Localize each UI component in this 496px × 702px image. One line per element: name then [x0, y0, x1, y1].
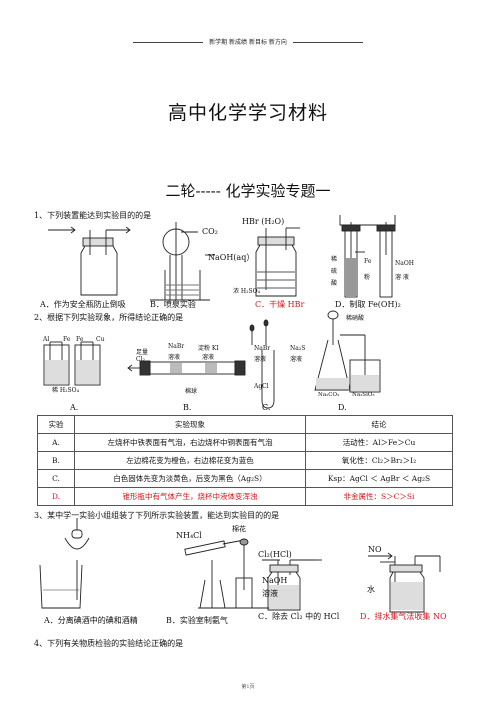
q2-label-fe: Fe	[63, 336, 71, 343]
table-cell: A.	[37, 433, 75, 452]
q1-b-fountain-figure	[150, 222, 215, 301]
q1-label-dilute3: 酸	[331, 280, 338, 287]
q2-label-cu: Cu	[96, 336, 105, 343]
table-cell: Ksp：AgCl ＜ AgBr ＜ Ag₂S	[305, 469, 453, 488]
page-header: 新学期 新成绩 新目标 新方向	[0, 37, 496, 46]
table-header-cell: 实验	[37, 415, 75, 434]
q2-letter-b: B.	[183, 403, 192, 412]
q1-label-fe: Fe	[364, 258, 372, 265]
q2-d-flask-figure	[314, 310, 381, 393]
q3-c-washing-figure	[262, 559, 322, 611]
table-cell: D.	[37, 487, 75, 506]
q1-option-a: A．作为安全瓶防止倒吸	[40, 300, 126, 309]
q4-stem: 4、下列有关物质检验的实验结论正确的是	[34, 639, 184, 648]
table-cell: C.	[37, 469, 75, 488]
table-cell: 氧化性：Cl₂＞Br₂＞I₂	[305, 451, 453, 470]
table-header-cell: 结论	[305, 415, 453, 434]
q2-label-na2s: Na₂S	[290, 345, 306, 352]
q3-option-a: A．分离碘酒中的碘和酒精	[44, 616, 138, 625]
page-footer: 第1页	[241, 684, 255, 690]
q2-label-fe2: Fe	[76, 336, 84, 343]
q3-label-no: NO	[368, 545, 382, 554]
q3-option-c: C．除去 Cl₂ 中的 HCl	[258, 612, 340, 621]
table-cell: 锥形瓶中有气体产生，烧杯中液体变浑浊	[74, 487, 306, 506]
q2-label-al: Al	[43, 336, 50, 343]
table-cell: 左烧杯中铁表面有气泡，右边烧杯中铜表面有气泡	[74, 433, 306, 452]
q1-label-naoh-sol1: NaOH	[395, 260, 414, 267]
table-row: D. 锥形瓶中有气体产生，烧杯中液体变浑浊 非金属性：S＞C＞Si	[37, 487, 453, 506]
q2-label-dianfen: 淀粉 KI	[198, 345, 219, 352]
q2-stem: 2、根据下列实验现象，所得结论正确的是	[34, 313, 184, 322]
table-cell: 左边棉花变为橙色，右边棉花变为蓝色	[74, 451, 306, 470]
q2-label-zuliang: 足量	[136, 349, 149, 356]
q2-a-beakers-figure	[43, 341, 101, 386]
table-row: C. 白色固体先变为淡黄色，后变为黑色（Ag₂S） Ksp：AgCl ＜ AgB…	[37, 469, 453, 488]
q3-d-collection-figure	[368, 552, 441, 613]
q1-stem: 1、下列装置能达到实验目的的是	[34, 211, 152, 220]
q1-option-b: B．喷泉实验	[150, 300, 196, 309]
table-cell: 活动性：Al＞Fe＞Cu	[305, 433, 453, 452]
q2-label-rongye: 溶液	[168, 354, 181, 361]
header-rule-left	[133, 42, 204, 43]
q3-label-nh4cl: NH₄Cl	[176, 531, 202, 540]
header-rule-right	[292, 42, 363, 43]
q1-label-dilute2: 硫	[331, 268, 338, 275]
q2-label-rongye4: 溶液	[290, 356, 303, 363]
q1-label-dilute1: 稀	[331, 256, 338, 263]
q2-label-mianqiu: 棉球	[185, 388, 198, 395]
q1-option-d: D．制取 Fe(OH)₂	[335, 300, 401, 309]
q2-label-na2sio3: Na₂SiO₃	[352, 392, 375, 398]
q3-label-shui: 水	[367, 585, 375, 594]
q1-label-co2: CO₂	[202, 227, 218, 236]
q2-b-tube-figure	[127, 360, 246, 376]
table-cell: B.	[37, 451, 75, 470]
q2-letter-a: A.	[70, 403, 79, 412]
q3-label-cl2hcl: Cl₂(HCl)	[258, 550, 292, 559]
table-header-cell: 实验现象	[74, 415, 306, 434]
q1-label-fen: 粉	[364, 274, 371, 281]
q2-label-xilusuan: 稀硝酸	[346, 315, 365, 322]
q3-b-nh3-figure	[184, 538, 270, 609]
q1-option-c: C．干燥 HBr	[255, 300, 305, 309]
table-cell: 非金属性：S＞C＞Si	[305, 487, 453, 506]
q2-letter-c: C.	[262, 403, 271, 412]
q2-letter-d: D.	[338, 403, 347, 412]
document-title: 高中化学学习材料	[167, 102, 328, 124]
q3-option-b: B．实验室制氨气	[166, 616, 228, 625]
q3-option-d: D．排水集气法收集 NO	[360, 612, 447, 621]
q2-label-nabr: NaBr	[168, 343, 185, 350]
q1-c-drying-figure	[255, 227, 300, 297]
q2-label-nabr2: NaBr	[254, 345, 271, 352]
q1-label-naoh: NaOH(aq）	[208, 253, 255, 262]
q2-label-na2co3: Na₂CO₃	[318, 392, 340, 398]
q3-label-naoh: NaOH	[262, 576, 288, 585]
q2-label-cl2: Cl₂	[136, 356, 145, 363]
q2-label-acid: 稀 H₂SO₄	[52, 387, 79, 394]
q2-results-table: 实验 实验现象 结论 A. 左烧杯中铁表面有气泡，右边烧杯中铜表面有气泡 活动性…	[37, 415, 453, 506]
q2-label-agcl: AgCl	[254, 383, 269, 390]
q1-d-feoh2-figure	[339, 215, 396, 298]
table-row: B. 左边棉花变为橙色，右边棉花变为蓝色 氧化性：Cl₂＞Br₂＞I₂	[37, 451, 453, 470]
q1-label-h2so4: 浓 H₂SO₄	[233, 288, 260, 295]
q2-label-rongye2: 溶液	[202, 354, 215, 361]
q2-c-testtube-figure	[249, 319, 275, 409]
header-text: 新学期 新成绩 新目标 新方向	[209, 39, 287, 46]
q3-stem: 3、某中学一实验小组组装了下列所示实验装置，能达到实验目的的是	[34, 511, 280, 520]
q2-label-rongye3: 溶液	[254, 356, 267, 363]
table-header-row: 实验 实验现象 结论	[37, 415, 453, 434]
q3-label-mianhua: 棉花	[232, 525, 246, 533]
q1-label-hbr: HBr (H₂O)	[242, 217, 285, 226]
table-cell: 白色固体先变为淡黄色，后变为黑色（Ag₂S）	[74, 469, 306, 488]
q3-label-rongye: 溶液	[262, 589, 278, 598]
q3-a-beaker-figure	[39, 518, 90, 609]
q1-label-naoh-sol2: 溶 液	[395, 274, 409, 281]
document-subtitle: 二轮----- 化学实验专题一	[165, 182, 331, 200]
table-row: A. 左烧杯中铁表面有气泡，右边烧杯中铜表面有气泡 活动性：Al＞Fe＞Cu	[37, 433, 453, 452]
q1-a-bottle-figure	[48, 226, 131, 296]
